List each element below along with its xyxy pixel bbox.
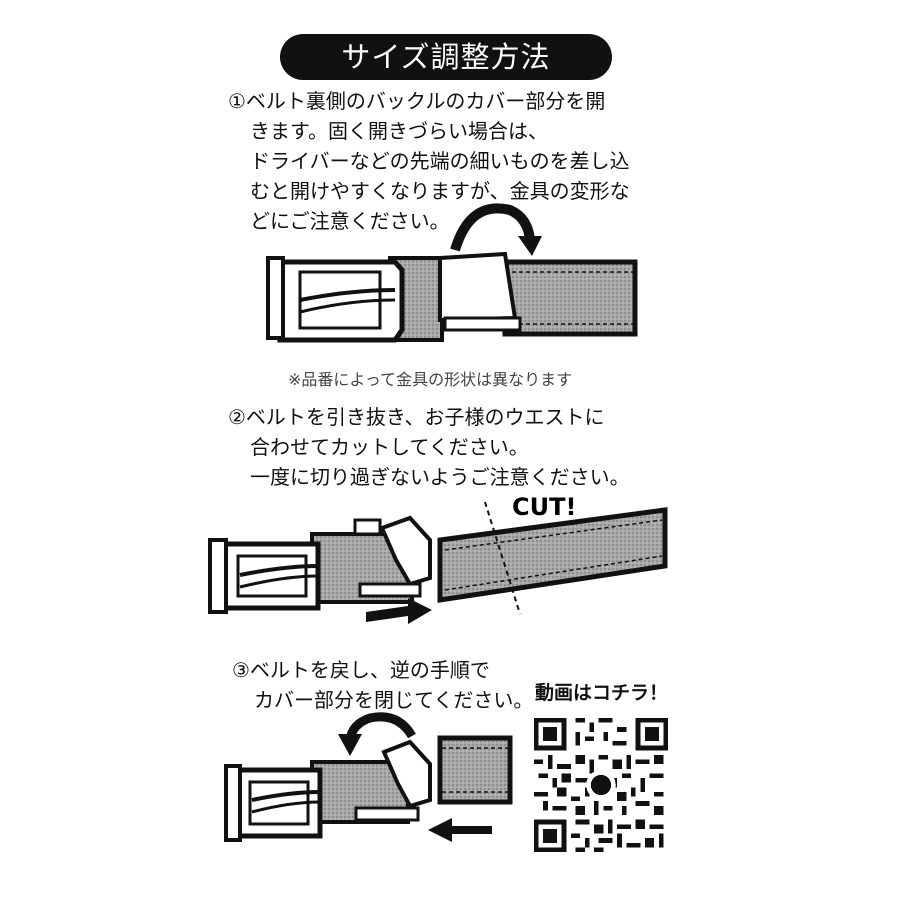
close-arrow-icon [345, 712, 416, 741]
buckle-cover [353, 515, 432, 598]
step-3-instructions: ③ベルトを戻し、逆の手順で カバー部分を閉じてください。 [232, 655, 533, 715]
step-1-instructions: ①ベルト裏側のバックルのカバー部分を開 きます。固く開きづらい場合は、 ドライバ… [228, 86, 630, 236]
step-1-line: きます。固く開きづらい場合は、 [250, 119, 548, 143]
step-3-line: カバー部分を閉じてください。 [254, 688, 534, 712]
open-arrow-icon [450, 203, 535, 252]
arrow-head-icon [338, 734, 362, 756]
step-1-line: むと開けやすくなりますが、金具の変形な [250, 179, 630, 203]
step-2-line: 合わせてカットしてください。 [250, 435, 529, 459]
model-note: ※品番によって金具の形状は異なります [288, 370, 573, 389]
belt-strap [437, 735, 513, 805]
cut-line [484, 501, 521, 615]
step-2-line: ②ベルトを引き抜き、お子様のウエストに [228, 405, 605, 429]
step-3-line: ③ベルトを戻し、逆の手順で [232, 658, 490, 682]
buckle-cover [438, 251, 522, 332]
arrow-head-icon [518, 236, 542, 256]
page-title: サイズ調整方法 [280, 34, 612, 80]
video-label: 動画はコチラ！ [535, 682, 669, 704]
belt-strap [502, 259, 638, 337]
belt-strap [437, 507, 668, 603]
step-1-line: ドライバーなどの先端の細いものを差し込 [250, 149, 630, 173]
step-1-line: ①ベルト裏側のバックルのカバー部分を開 [228, 89, 606, 113]
step-1-line: どにご注意ください。 [250, 209, 450, 233]
buckle-cover [354, 739, 432, 822]
push-arrow-icon [428, 818, 492, 842]
cut-label: CUT! [512, 493, 576, 521]
step-2-instructions: ②ベルトを引き抜き、お子様のウエストに 合わせてカットしてください。 一度に切り… [228, 402, 630, 492]
pull-arrow-icon [366, 598, 432, 624]
step-2-line: 一度に切り過ぎないようご注意ください。 [250, 465, 630, 489]
buckle-icon [208, 538, 321, 614]
buckle-icon [266, 256, 405, 343]
qr-code-icon[interactable] [534, 718, 668, 852]
buckle-icon [224, 764, 323, 842]
